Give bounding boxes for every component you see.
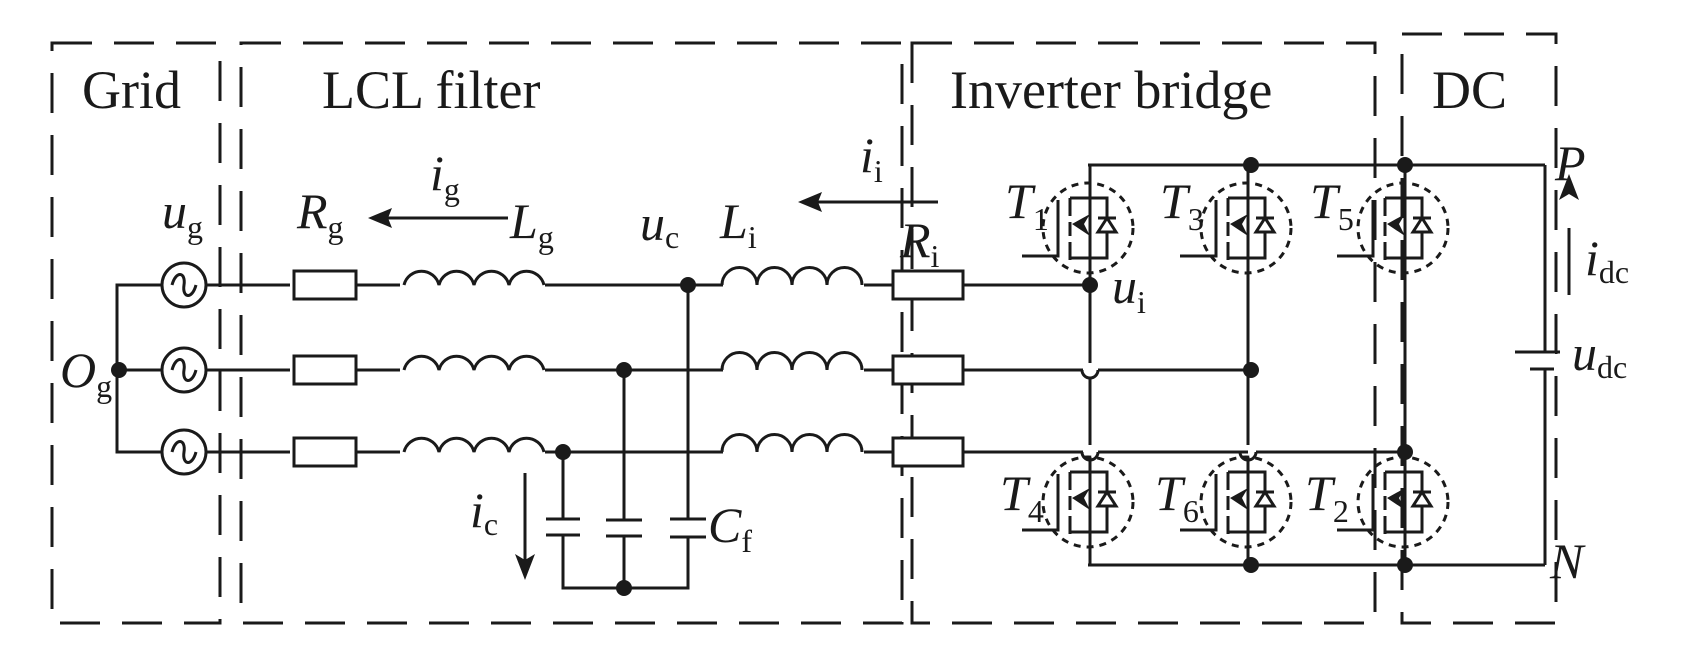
channel-arrow-icon bbox=[1230, 214, 1248, 236]
symbol-labels: ug Og Rg ig Lg uc Li ii Ri ic Cf ui P N … bbox=[60, 127, 1629, 589]
label-uc: uc bbox=[640, 195, 679, 255]
label-n: N bbox=[1549, 533, 1586, 589]
diode-icon bbox=[1095, 215, 1119, 234]
current-arrows bbox=[368, 174, 1579, 580]
lcl-filter-title: LCL filter bbox=[322, 60, 540, 120]
label-ri: Ri bbox=[899, 212, 940, 274]
label-ug: ug bbox=[162, 183, 203, 245]
channel-arrow-icon bbox=[1230, 488, 1248, 510]
switch-outline bbox=[1356, 181, 1450, 275]
switch-t1 bbox=[1022, 181, 1135, 275]
channel-arrow-icon bbox=[1072, 488, 1090, 510]
ac-source-phase-b bbox=[160, 346, 208, 394]
label-t6: T6 bbox=[1155, 465, 1199, 529]
idc-arrowhead bbox=[1559, 174, 1579, 200]
label-idc: idc bbox=[1585, 230, 1629, 290]
ii-arrowhead bbox=[798, 192, 822, 212]
label-ui: ui bbox=[1112, 258, 1146, 320]
label-udc: udc bbox=[1572, 325, 1627, 385]
grid-title: Grid bbox=[82, 60, 181, 120]
label-t4: T4 bbox=[1000, 465, 1044, 529]
inverter-resistors bbox=[891, 269, 965, 468]
switch-outline bbox=[1356, 455, 1450, 549]
ui-node-dot bbox=[1082, 277, 1098, 293]
channel-arrow-icon bbox=[1387, 488, 1405, 510]
switch-outline bbox=[1199, 181, 1293, 275]
dc-title: DC bbox=[1432, 60, 1507, 120]
label-lg: Lg bbox=[509, 193, 554, 255]
switch-t3 bbox=[1180, 181, 1293, 275]
grid-sources bbox=[111, 261, 208, 476]
channel-arrow-icon bbox=[1387, 214, 1405, 236]
inverter-bridge-title: Inverter bridge bbox=[950, 60, 1272, 120]
ig-arrowhead bbox=[368, 208, 392, 228]
switch-t2 bbox=[1337, 455, 1450, 549]
switch-outline bbox=[1041, 455, 1135, 549]
diode-icon bbox=[1253, 215, 1277, 234]
grid-resistors bbox=[292, 269, 358, 468]
ic-arrowhead bbox=[515, 554, 535, 580]
label-ic: ic bbox=[470, 482, 498, 542]
label-li: Li bbox=[719, 193, 757, 255]
dc-section-box bbox=[1400, 32, 1558, 625]
dc-capacitor bbox=[1515, 350, 1560, 371]
neutral-node-dot bbox=[111, 362, 127, 378]
inverter-bridge-section-box bbox=[910, 41, 1377, 625]
label-rg: Rg bbox=[296, 183, 344, 245]
switch-t4 bbox=[1022, 455, 1135, 549]
label-cf: Cf bbox=[708, 497, 752, 559]
ac-source-phase-c bbox=[160, 428, 208, 476]
switch-outline bbox=[1199, 455, 1293, 549]
section-boxes bbox=[50, 32, 1558, 625]
label-ii: ii bbox=[860, 127, 883, 189]
switch-group bbox=[1022, 181, 1450, 549]
inverter-inductors bbox=[720, 266, 864, 453]
ac-source-phase-a bbox=[160, 261, 208, 309]
label-t2: T2 bbox=[1305, 465, 1349, 529]
diode-icon bbox=[1095, 489, 1119, 508]
uc-node-dot bbox=[680, 277, 696, 293]
label-t5: T5 bbox=[1310, 173, 1354, 237]
label-ig: ig bbox=[430, 145, 460, 207]
diode-icon bbox=[1410, 489, 1434, 508]
label-og: Og bbox=[60, 342, 112, 404]
switch-outline bbox=[1041, 181, 1135, 275]
diode-icon bbox=[1253, 489, 1277, 508]
lcl-filter-section-box bbox=[239, 41, 904, 625]
channel-arrow-icon bbox=[1072, 214, 1090, 236]
label-t1: T1 bbox=[1005, 173, 1049, 237]
label-p: P bbox=[1554, 135, 1586, 191]
grid-section-box bbox=[50, 41, 222, 625]
switch-t5 bbox=[1337, 181, 1450, 275]
label-t3: T3 bbox=[1160, 173, 1204, 237]
grid-inductors bbox=[402, 269, 546, 453]
switch-t6 bbox=[1180, 455, 1293, 549]
diode-icon bbox=[1410, 215, 1434, 234]
filter-capacitor-bank bbox=[546, 277, 706, 596]
